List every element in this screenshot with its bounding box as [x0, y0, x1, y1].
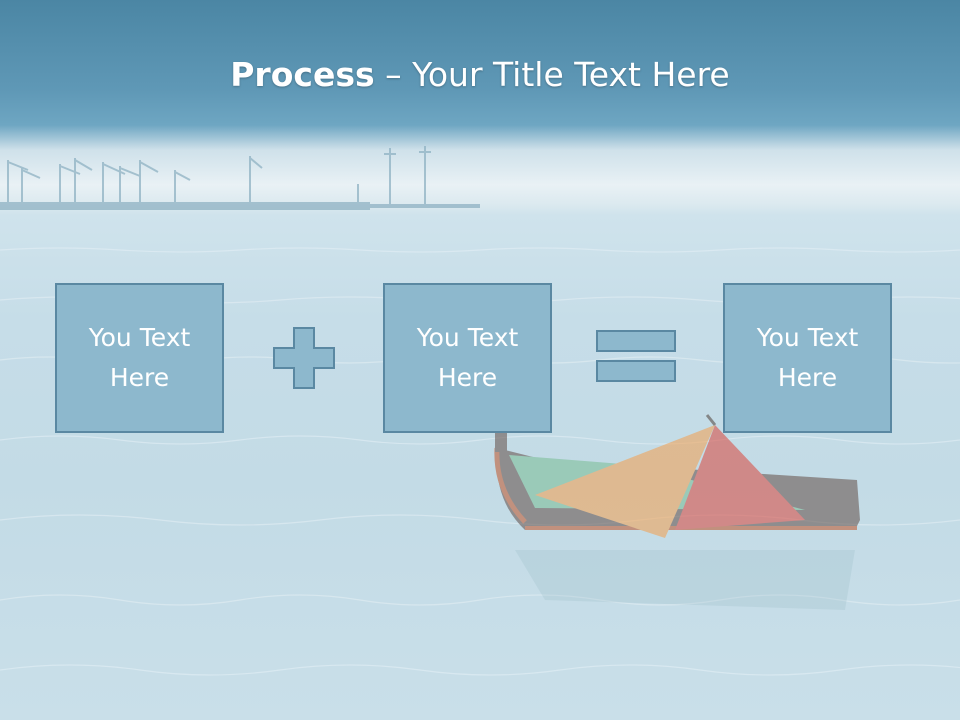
text-box-1-line1: You Text	[88, 323, 191, 352]
text-box-2[interactable]: You Text Here	[383, 283, 552, 433]
text-box-1-line2: Here	[109, 363, 170, 392]
boat-image	[494, 414, 860, 610]
text-box-3-line2: Here	[777, 363, 838, 392]
text-box-3-line1: You Text	[756, 323, 859, 352]
text-box-2-line1: You Text	[416, 323, 519, 352]
slide-title[interactable]: Process – Your Title Text Here	[0, 52, 960, 98]
title-rest-text: – Your Title Text Here	[374, 55, 730, 94]
text-box-1[interactable]: You Text Here	[55, 283, 224, 433]
title-bold-text: Process	[230, 55, 375, 94]
text-box-3[interactable]: You Text Here	[723, 283, 892, 433]
equals-icon	[596, 330, 676, 382]
plus-icon	[273, 327, 335, 389]
harbor-skyline-image	[0, 146, 480, 210]
text-box-2-line2: Here	[437, 363, 498, 392]
